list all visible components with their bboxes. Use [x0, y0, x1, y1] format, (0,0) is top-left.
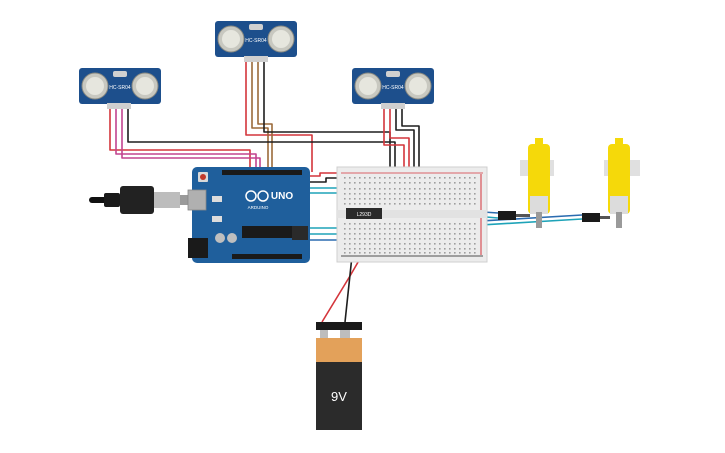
sensor-left-label: HC-SR04 [109, 85, 131, 91]
breadboard-holes [344, 177, 476, 254]
arduino-model-label: UNO [271, 191, 293, 202]
wire-top-sensor-echo[interactable] [257, 62, 273, 168]
wire-arduino-5v[interactable] [306, 172, 346, 177]
wire-top-sensor-vcc[interactable] [245, 62, 313, 172]
wire-right-sensor-echo[interactable] [395, 104, 415, 172]
battery-9v[interactable]: 9V [316, 322, 362, 430]
wire-left-sensor-echo[interactable] [121, 104, 261, 168]
wire-left-sensor-vcc[interactable] [109, 104, 251, 168]
ultrasonic-sensor-top[interactable]: HC-SR04 [215, 21, 297, 62]
microcontroller-chip [242, 226, 292, 238]
wire-battery-negative[interactable] [344, 255, 353, 323]
wire-left-sensor-trig[interactable] [115, 104, 257, 168]
wire-right-sensor-gnd[interactable] [401, 104, 420, 172]
wire-top-sensor-gnd[interactable] [263, 62, 391, 172]
wire-left-sensor-gnd[interactable] [127, 104, 396, 172]
breadboard[interactable] [336, 166, 488, 263]
arduino-brand-label: ARDUINO [248, 205, 269, 210]
arduino-uno-board[interactable]: UNO ARDUINO [187, 167, 310, 263]
sensor-top-label: HC-SR04 [245, 38, 267, 44]
dc-gear-motor-left[interactable] [498, 138, 554, 228]
wire-top-sensor-trig[interactable] [251, 62, 269, 168]
arduino-logo-icon [245, 190, 269, 202]
wire-arduino-gnd[interactable] [306, 177, 346, 183]
motor-driver-chip[interactable]: L293D [346, 208, 382, 219]
wire-right-sensor-trig[interactable] [389, 104, 410, 172]
battery-label: 9V [331, 389, 347, 404]
ultrasonic-sensor-left[interactable]: HC-SR04 [79, 68, 161, 109]
wire-right-sensor-vcc[interactable] [383, 104, 405, 172]
driver-chip-label: L293D [357, 212, 372, 218]
usb-cable[interactable] [89, 186, 194, 214]
sensor-right-label: HC-SR04 [382, 85, 404, 91]
ultrasonic-sensor-right[interactable]: HC-SR04 [352, 68, 434, 109]
dc-gear-motor-right[interactable] [582, 138, 640, 228]
